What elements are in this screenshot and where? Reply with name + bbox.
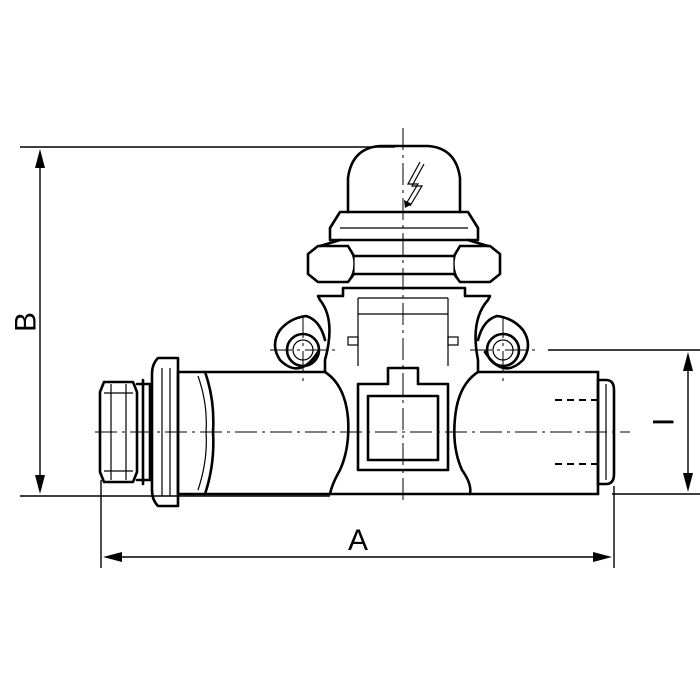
dimension-a-arrow-right xyxy=(593,552,612,562)
right-tube xyxy=(468,370,600,496)
dimension-b-arrow-top xyxy=(35,149,45,168)
lightning-icon xyxy=(404,161,425,208)
dimension-a-label: A xyxy=(348,524,368,557)
dimension-a: A xyxy=(100,480,615,568)
dimension-i-arrow-bottom xyxy=(683,473,693,492)
mounting-ear-right xyxy=(476,314,530,370)
dimension-b: B xyxy=(10,146,395,497)
seal-ring xyxy=(135,378,152,486)
dimension-i-arrow-top xyxy=(683,352,693,371)
cap-shoulder xyxy=(328,210,480,242)
valve-housing xyxy=(316,286,492,496)
hex-collar xyxy=(150,356,180,508)
dome-cap xyxy=(346,144,462,214)
dimension-b-arrow-bottom xyxy=(35,475,45,494)
dimension-i: I xyxy=(548,349,700,495)
release-collet xyxy=(596,370,616,496)
mounting-ear-left xyxy=(273,314,327,370)
dimension-i-label: I xyxy=(648,418,681,426)
dimension-a-arrow-left xyxy=(103,552,122,562)
hex-nut xyxy=(306,238,502,284)
dimension-b-label: B xyxy=(10,312,43,332)
threaded-stud xyxy=(98,380,139,484)
left-body xyxy=(176,370,332,496)
